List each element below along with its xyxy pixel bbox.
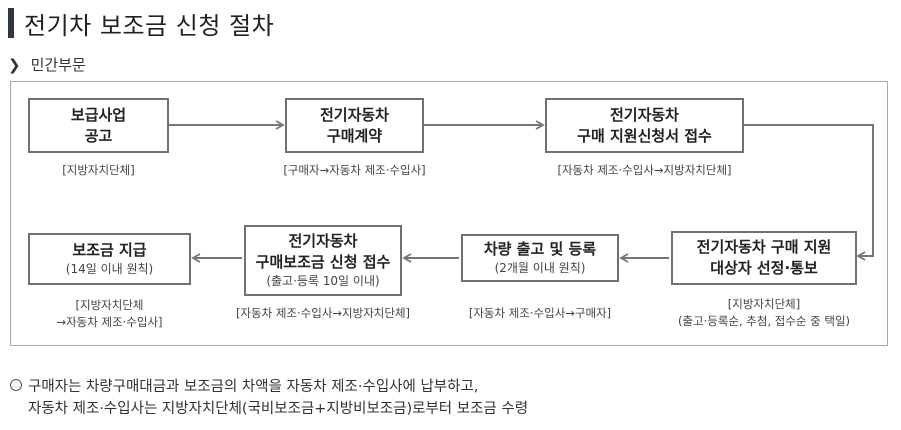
step-7-line1: 보조금 지급 bbox=[72, 241, 147, 259]
step-3-line2: 구매 지원신청서 접수 bbox=[577, 126, 712, 145]
step-4-caption-line2: (출고·등록순, 추첨, 접수순 중 택일) bbox=[677, 314, 851, 328]
step-1-line1: 보급사업 bbox=[70, 105, 127, 124]
title-accent-bar bbox=[8, 8, 14, 38]
step-1-box: 보급사업 공고 bbox=[28, 98, 169, 153]
step-4-caption-line1: [지방자치단체] bbox=[727, 297, 801, 311]
step-3-caption: [자동차 제조·수입사→지방자치단체] bbox=[557, 163, 732, 177]
note-line1: 구매자는 차량구매대금과 보조금의 차액을 자동차 제조·수입사에 납부하고, bbox=[28, 379, 479, 395]
step-6-sub: (출고·등록 10일 이내) bbox=[266, 274, 380, 288]
step-7-caption-line2: →자동차 제조·수입사] bbox=[56, 315, 163, 329]
step-6-line2: 구매보조금 신청 접수 bbox=[255, 253, 391, 271]
step-1-line2: 공고 bbox=[84, 126, 113, 145]
step-3-box: 전기자동차 구매 지원신청서 접수 bbox=[545, 98, 744, 153]
note-line2: 자동차 제조·수입사는 지방자치단체(국비보조금+지방비보조금)로부터 보조금 … bbox=[28, 401, 529, 417]
circle-bullet-icon bbox=[10, 379, 22, 391]
section-label: 민간부문 bbox=[30, 56, 86, 74]
step-2-line1: 전기자동차 bbox=[319, 105, 389, 124]
arrow-3-4 bbox=[744, 124, 874, 261]
step-4-line1: 전기자동차 구매 지원 bbox=[696, 238, 832, 256]
step-5-caption: [자동차 제조·수입사→구매자] bbox=[468, 306, 612, 320]
step-7-caption-line1: [지방자치단체 bbox=[75, 298, 144, 312]
step-3-line1: 전기자동차 bbox=[609, 105, 679, 124]
step-2-box: 전기자동차 구매계약 bbox=[285, 98, 424, 153]
step-5-sub: (2개월 이내 원칙) bbox=[494, 261, 586, 275]
step-1-caption: [지방자치단체] bbox=[62, 163, 135, 177]
step-6-box: 전기자동차 구매보조금 신청 접수 (출고·등록 10일 이내) bbox=[244, 225, 402, 296]
step-6-line1: 전기자동차 bbox=[288, 232, 358, 250]
step-7-box: 보조금 지급 (14일 이내 원칙) bbox=[28, 233, 191, 285]
step-5-box: 차량 출고 및 등록 (2개월 이내 원칙) bbox=[461, 234, 619, 282]
step-7-sub: (14일 이내 원칙) bbox=[65, 262, 154, 276]
step-2-caption: [구매자→자동차 제조·수입사] bbox=[283, 163, 426, 177]
step-6-caption: [자동차 제조·수입사→지방자치단체] bbox=[235, 306, 411, 320]
chevron-right-icon: ❯ bbox=[8, 56, 21, 74]
page-title: 전기차 보조금 신청 절차 bbox=[24, 12, 275, 40]
step-2-line2: 구매계약 bbox=[326, 126, 383, 145]
process-frame bbox=[10, 81, 888, 346]
note-block: 구매자는 차량구매대금과 보조금의 차액을 자동차 제조·수입사에 납부하고, … bbox=[10, 376, 528, 420]
step-4-caption: [지방자치단체] (출고·등록순, 추첨, 접수순 중 택일) bbox=[656, 296, 872, 330]
step-5-line1: 차량 출고 및 등록 bbox=[483, 240, 597, 258]
section-heading: ❯ 민간부문 bbox=[8, 54, 86, 75]
step-4-box: 전기자동차 구매 지원 대상자 선정·통보 bbox=[671, 231, 857, 285]
step-7-caption: [지방자치단체 →자동차 제조·수입사] bbox=[28, 297, 191, 331]
step-4-line2: 대상자 선정·통보 bbox=[710, 259, 818, 277]
